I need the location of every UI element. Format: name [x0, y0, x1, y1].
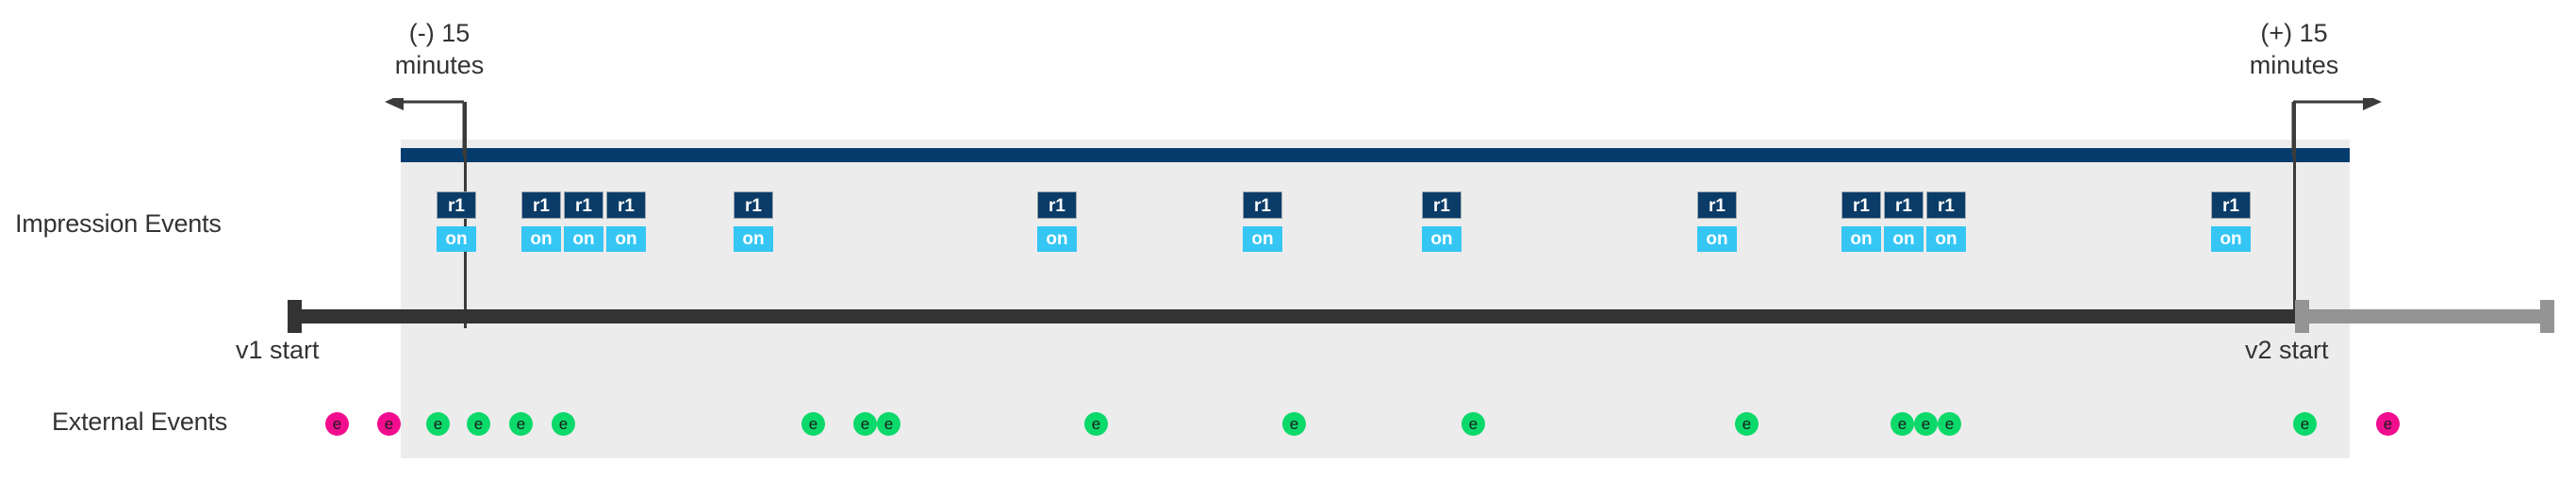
impression-state-chip: on — [1243, 226, 1282, 252]
v2-timeline-bar — [2295, 309, 2540, 323]
impression-event-chip: r1 on — [2211, 191, 2251, 252]
external-event-dot: e — [2293, 412, 2317, 436]
impression-event-chip: r1 on — [437, 191, 476, 252]
external-event-dot: e — [467, 412, 490, 436]
v1-start-cap — [288, 300, 302, 333]
impression-rule-chip: r1 — [1697, 191, 1737, 219]
impression-rule-chip: r1 — [606, 191, 646, 219]
impression-event-chip: r1 on — [734, 191, 773, 252]
callout-minus-15-minutes: (-) 15 minutes — [394, 19, 485, 79]
impression-state-chip: on — [606, 226, 646, 252]
impression-rule-chip: r1 — [1841, 191, 1881, 219]
impression-state-chip: on — [1697, 226, 1737, 252]
impression-event-chip: r1 on — [1926, 191, 1966, 252]
right-arrow-icon — [2291, 98, 2382, 157]
external-events-label: External Events — [52, 407, 228, 436]
v1-start-label: v1 start — [236, 336, 320, 364]
impression-event-chip: r1 on — [1841, 191, 1881, 252]
left-arrow-icon — [385, 98, 466, 157]
external-event-dot: e — [1914, 412, 1938, 436]
window-end-guide-line — [2293, 102, 2296, 311]
external-event-dot: e — [1461, 412, 1485, 436]
impression-rule-chip: r1 — [437, 191, 476, 219]
impression-rule-chip: r1 — [2211, 191, 2251, 219]
external-event-dot: e — [552, 412, 575, 436]
impression-rule-chip: r1 — [734, 191, 773, 219]
v2-end-cap — [2540, 300, 2554, 333]
impression-rule-chip: r1 — [1884, 191, 1924, 219]
impression-event-chip: r1 on — [521, 191, 561, 252]
impression-rule-chip: r1 — [1037, 191, 1077, 219]
external-event-dot: e — [509, 412, 533, 436]
impression-event-chip: r1 on — [606, 191, 646, 252]
impression-rule-chip: r1 — [1243, 191, 1282, 219]
impression-state-chip: on — [2211, 226, 2251, 252]
external-event-dot: e — [801, 412, 825, 436]
external-event-dot: e — [1735, 412, 1759, 436]
external-event-dot: e — [853, 412, 877, 436]
impression-event-chip: r1 on — [1243, 191, 1282, 252]
impression-state-chip: on — [1926, 226, 1966, 252]
impression-rail-bar — [401, 148, 2350, 162]
external-event-dot: e — [1084, 412, 1108, 436]
external-event-dot: e — [325, 412, 349, 436]
impression-event-chip: r1 on — [1422, 191, 1461, 252]
external-event-dot: e — [2376, 412, 2400, 436]
impression-state-chip: on — [1037, 226, 1077, 252]
impression-event-chip: r1 on — [1884, 191, 1924, 252]
impression-state-chip: on — [521, 226, 561, 252]
external-event-dot: e — [1282, 412, 1306, 436]
impression-state-chip: on — [1841, 226, 1881, 252]
external-event-dot: e — [877, 412, 900, 436]
impression-state-chip: on — [734, 226, 773, 252]
impression-event-chip: r1 on — [1697, 191, 1737, 252]
impression-state-chip: on — [1422, 226, 1461, 252]
external-event-dot: e — [426, 412, 450, 436]
impression-rule-chip: r1 — [1926, 191, 1966, 219]
external-event-dot: e — [1891, 412, 1914, 436]
impression-rule-chip: r1 — [521, 191, 561, 219]
callout-plus-15-minutes: (+) 15 minutes — [2249, 19, 2339, 79]
impression-events-label: Impression Events — [15, 209, 222, 238]
impression-rule-chip: r1 — [1422, 191, 1461, 219]
impression-event-chip: r1 on — [1037, 191, 1077, 252]
attribution-window-band — [401, 140, 2350, 458]
external-event-dot: e — [377, 412, 401, 436]
v2-start-cap — [2295, 300, 2309, 333]
external-event-dot: e — [1938, 412, 1961, 436]
v1-timeline-bar — [288, 309, 2301, 323]
v2-start-label: v2 start — [2245, 336, 2329, 364]
impression-rule-chip: r1 — [564, 191, 603, 219]
impression-state-chip: on — [437, 226, 476, 252]
impression-state-chip: on — [564, 226, 603, 252]
impression-state-chip: on — [1884, 226, 1924, 252]
impression-event-chip: r1 on — [564, 191, 603, 252]
